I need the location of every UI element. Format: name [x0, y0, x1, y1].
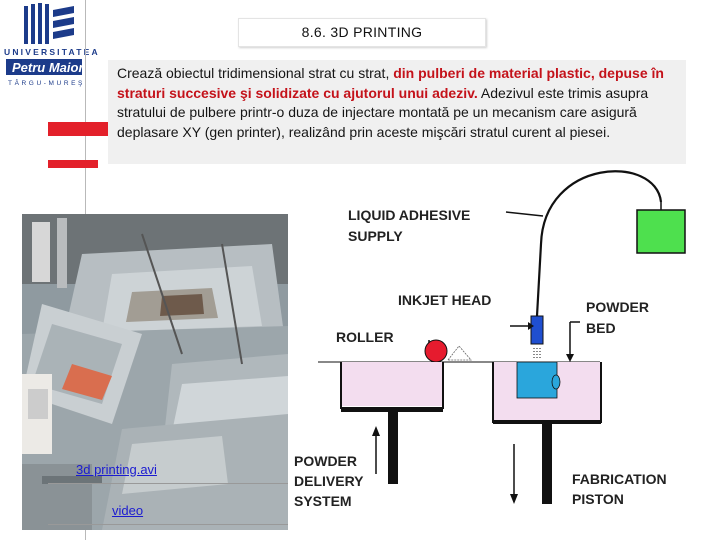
label-liquid-adhesive: LIQUID ADHESIVE	[348, 207, 470, 223]
label-powder-delivery-2: DELIVERY	[294, 473, 364, 489]
label-powder-delivery-1: POWDER	[294, 453, 357, 469]
description-part-2: Adezivul este trimis asupra stratului de…	[117, 84, 649, 140]
logo-name: Petru Maior	[12, 60, 84, 75]
university-logo: UNIVERSITATEA Petru Maior TÂRGU-MUREŞ	[4, 3, 100, 87]
powder-delivery-chamber	[340, 362, 444, 484]
diagram-background	[288, 164, 698, 534]
adhesive-tank	[636, 202, 686, 254]
label-piston: PISTON	[572, 491, 624, 507]
label-roller: ROLLER	[336, 329, 394, 345]
label-inkjet-head: INKJET HEAD	[398, 292, 491, 308]
label-powder-delivery-3: SYSTEM	[294, 493, 352, 509]
printer-photo	[22, 214, 288, 530]
fabrication-down-arrow	[510, 444, 518, 504]
description-part-1: Crează obiectul tridimensional strat cu …	[117, 65, 394, 81]
link-underline-rule	[48, 483, 288, 484]
logo-university-line: UNIVERSITATEA	[4, 47, 100, 57]
3d-printing-diagram: LIQUID ADHESIVE SUPPLY INKJET HEAD POWDE…	[288, 164, 698, 534]
label-supply: SUPPLY	[348, 228, 403, 244]
adhesive-pointer	[505, 211, 544, 217]
delivery-up-arrow	[372, 426, 380, 474]
inkjet-head	[530, 315, 544, 360]
adhesive-tube	[535, 170, 663, 317]
video-link[interactable]: video	[112, 503, 144, 518]
accent-bar	[48, 122, 110, 136]
slide-title: 8.6. 3D PRINTING	[238, 18, 486, 47]
video-file-link[interactable]: 3d printing.avi	[76, 462, 157, 477]
roller	[424, 339, 472, 363]
accent-bar-small	[48, 160, 98, 168]
description-text: Crează obiectul tridimensional strat cu …	[117, 64, 683, 142]
text-background	[108, 60, 686, 164]
description-highlight: din pulberi de material plastic, depuse …	[117, 65, 664, 101]
label-powder-bed-2: BED	[586, 320, 616, 336]
label-fabrication: FABRICATION	[572, 471, 667, 487]
label-powder-bed-1: POWDER	[586, 299, 649, 315]
logo-city-line: TÂRGU-MUREŞ	[8, 78, 85, 87]
fabrication-chamber	[492, 361, 602, 504]
bottom-rule	[48, 524, 288, 525]
logo-emblem	[24, 3, 74, 44]
